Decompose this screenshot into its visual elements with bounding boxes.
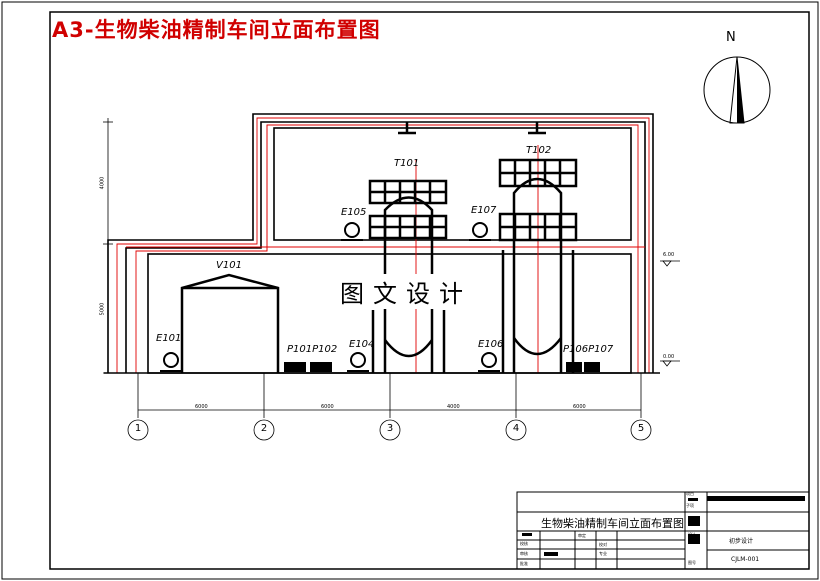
pump-icon xyxy=(284,362,600,372)
title-block xyxy=(516,491,810,570)
building-outline xyxy=(107,113,654,374)
tank-v101 xyxy=(180,273,280,373)
label-p106-p107: P106P107 xyxy=(563,344,614,355)
dim-vertical-upper: 4000 xyxy=(99,176,106,190)
label-e107: E107 xyxy=(471,205,497,216)
axis-label: 3 xyxy=(386,423,394,434)
label-e101: E101 xyxy=(156,333,182,344)
axis-label: 4 xyxy=(512,423,520,434)
dim-vertical-lower: 5000 xyxy=(99,302,106,316)
dim-horizontal: 6000 xyxy=(321,404,334,410)
axis-label: 5 xyxy=(637,423,645,434)
crane-hook xyxy=(398,122,546,135)
column-t101 xyxy=(368,179,448,373)
label-v101: V101 xyxy=(216,260,242,271)
label-e104: E104 xyxy=(349,339,375,350)
title-block-drawing-name: 生物柴油精制车间立面布置图 xyxy=(541,517,684,530)
title-block-label-drawing: 图号 xyxy=(688,560,696,565)
title-block-fill xyxy=(522,496,805,556)
label-t101: T101 xyxy=(394,158,420,169)
label-e105: E105 xyxy=(341,207,367,218)
label-t102: T102 xyxy=(526,145,552,156)
elevation-marker xyxy=(660,260,680,367)
axis-label: 2 xyxy=(260,423,268,434)
red-centerline xyxy=(116,117,650,373)
title-block-label-subitem: 子项 xyxy=(686,503,694,508)
north-label: N xyxy=(726,30,736,45)
title-block-label-design: 设计 xyxy=(688,532,696,537)
axis-bubble xyxy=(127,419,652,441)
elevation-ground: 0.00 xyxy=(663,354,675,360)
dim-horizontal: 6000 xyxy=(573,404,586,410)
title-block-label-check: 审定 xyxy=(578,533,586,538)
title-block-label-major: 专业 xyxy=(599,551,607,556)
title-block-label-review: 校核 xyxy=(520,541,528,546)
dim-horizontal: 4000 xyxy=(447,404,460,410)
title-block-drawing-no: CJLM-001 xyxy=(731,556,760,563)
title-block-label-audit: 审核 xyxy=(520,551,528,556)
title-block-stage: 初步设计 xyxy=(729,538,754,545)
watermark: 图文设计 xyxy=(337,274,475,309)
horizontal-dimension xyxy=(137,373,642,418)
label-p101-p102: P101P102 xyxy=(287,344,338,355)
title-block-label-project: 项目 xyxy=(686,491,694,496)
label-e106: E106 xyxy=(478,339,504,350)
elevation-upper: 6.00 xyxy=(663,252,675,258)
vertical-dimension xyxy=(103,118,113,374)
title-block-label-approve: 批准 xyxy=(520,561,528,566)
exchanger-icon xyxy=(160,222,500,372)
drawing-title: A3-生物柴油精制车间立面布置图 xyxy=(52,18,381,42)
title-block-label-proofread: 校对 xyxy=(599,542,607,547)
north-arrow-icon xyxy=(703,56,771,124)
column-t102 xyxy=(498,158,578,373)
axis-label: 1 xyxy=(134,423,142,434)
dim-horizontal: 6000 xyxy=(195,404,208,410)
